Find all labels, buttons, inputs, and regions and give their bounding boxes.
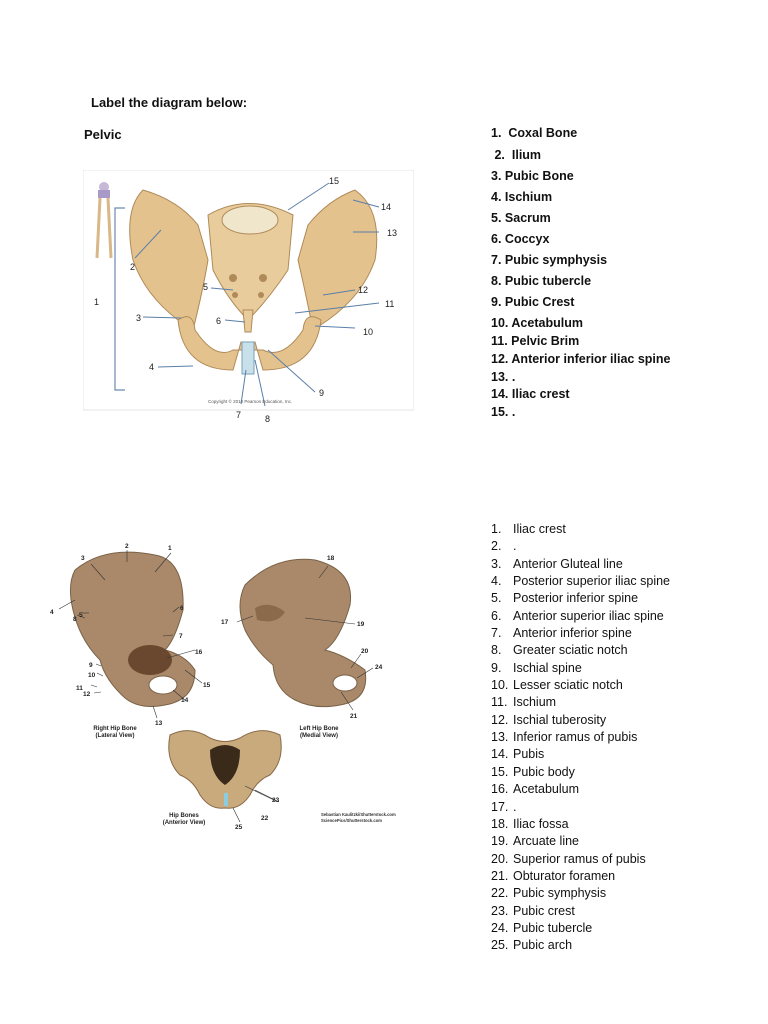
list-item: 5.Posterior inferior spine	[491, 591, 639, 606]
list-item: 25.Pubic arch	[491, 938, 573, 953]
list-item: 4. Ischium	[491, 190, 553, 204]
image-credit: SciencePics/Shutterstock.com	[321, 818, 382, 823]
list-item: 22.Pubic symphysis	[491, 886, 607, 901]
callout-label: 12	[358, 285, 368, 295]
list-item: 21.Obturator foramen	[491, 868, 616, 883]
callout-label: 22	[261, 815, 269, 822]
list-item: 3.Anterior Gluteal line	[491, 556, 623, 571]
callout-label: 11	[76, 685, 83, 692]
list-item: 20.Superior ramus of pubis	[491, 851, 646, 866]
callout-label: 16	[195, 649, 203, 656]
list-item: 10.Lesser sciatic notch	[491, 678, 623, 693]
hip-bone-label-list: 1.Iliac crest 2.. 3.Anterior Gluteal lin…	[491, 522, 751, 956]
skeleton-thumbnail-icon	[95, 182, 113, 259]
list-item: 13. .	[491, 370, 516, 384]
list-item: 16.Acetabulum	[491, 782, 580, 797]
list-item: 24.Pubic tubercle	[491, 920, 593, 935]
list-item: 1.Iliac crest	[491, 522, 566, 536]
callout-label: 9	[89, 662, 93, 669]
callout-label: 21	[350, 713, 358, 720]
callout-label: 19	[357, 621, 365, 628]
image-credit: Sebastian Kaulitzki/Shutterstock.com	[321, 812, 396, 817]
list-item: 5. Sacrum	[491, 211, 551, 225]
list-item: 17..	[491, 799, 517, 814]
list-item: 12. Anterior inferior iliac spine	[491, 352, 671, 366]
callout-label: 10	[363, 327, 373, 337]
callout-label: 13	[387, 228, 397, 238]
callout-label: 14	[381, 202, 391, 212]
callout-label: 8	[265, 414, 270, 424]
list-item: 10. Acetabulum	[491, 316, 583, 330]
list-item: 6. Coccyx	[491, 232, 550, 246]
callout-label: 14	[181, 697, 189, 704]
callout-label: 20	[361, 648, 369, 655]
list-item: 13.Inferior ramus of pubis	[491, 730, 638, 745]
list-item: 23.Pubic crest	[491, 903, 575, 918]
callout-label: 17	[221, 619, 229, 626]
callout-label: 25	[235, 824, 243, 831]
callout-label: 4	[50, 609, 54, 616]
callout-label: 4	[149, 362, 154, 372]
callout-label: 9	[319, 388, 324, 398]
list-item: 11.Ischium	[491, 695, 557, 710]
callout-label: 12	[83, 691, 91, 698]
list-item: 9. Pubic Crest	[491, 295, 575, 309]
list-item: 14. Iliac crest	[491, 387, 570, 401]
callout-label: 6	[216, 316, 221, 326]
caption-left-hip: Left Hip Bone	[300, 726, 340, 732]
list-item: 8.Greater sciatic notch	[491, 643, 628, 658]
callout-label: 2	[130, 262, 135, 272]
callout-label: 5	[203, 282, 208, 292]
callout-label: 15	[329, 176, 339, 186]
list-item: 3. Pubic Bone	[491, 169, 574, 183]
callout-label: 13	[155, 720, 163, 727]
callout-label: 5	[79, 612, 83, 619]
list-item: 19.Arcuate line	[491, 834, 580, 849]
list-item: 2..	[491, 539, 517, 554]
list-item: 7.Anterior inferior spine	[491, 626, 632, 641]
caption-right-hip: Right Hip Bone	[93, 726, 137, 732]
callout-label: 18	[327, 555, 335, 562]
callout-label: 1	[94, 297, 99, 307]
list-item: 14.Pubis	[491, 747, 545, 762]
callout-label: 15	[203, 682, 211, 689]
caption-hip-bones-view: (Anterior View)	[163, 820, 206, 826]
copyright-text: Copyright © 2010 Pearson Education, Inc.	[208, 398, 292, 404]
list-item: 2. Ilium	[494, 148, 542, 162]
list-item: 15.Pubic body	[491, 764, 575, 779]
section-title: Pelvic	[84, 127, 122, 142]
callout-label: 10	[88, 672, 96, 679]
callout-label: 3	[81, 555, 85, 562]
list-item: 11. Pelvic Brim	[491, 334, 580, 348]
callout-label: 11	[385, 299, 394, 309]
list-item: 15. .	[491, 405, 516, 419]
list-item: 12.Ischial tuberosity	[491, 712, 607, 727]
list-item: 7. Pubic symphysis	[491, 253, 608, 267]
list-item: 1. Coxal Bone	[491, 126, 578, 140]
callout-label: 1	[168, 545, 172, 552]
callout-label: 3	[136, 313, 141, 323]
caption-hip-bones: Hip Bones	[169, 813, 199, 819]
list-item: 6.Anterior superior iliac spine	[491, 608, 664, 623]
list-item: 18.Iliac fossa	[491, 816, 569, 831]
hip-bones-diagram: 1 2 3 4 5 6 7 8 9 10 11 12 13 14 15 16 1…	[50, 543, 396, 831]
list-item: 9.Ischial spine	[491, 660, 582, 675]
callout-label: 2	[125, 543, 129, 550]
list-item: 4.Posterior superior iliac spine	[491, 574, 671, 589]
callout-label: 6	[180, 605, 184, 612]
callout-label: 8	[73, 616, 77, 623]
callout-label: 7	[236, 410, 241, 420]
list-item: 8. Pubic tubercle	[491, 274, 592, 288]
caption-right-hip-view: (Lateral View)	[96, 733, 135, 739]
callout-label: 7	[179, 633, 183, 640]
page-heading: Label the diagram below:	[91, 95, 248, 110]
caption-left-hip-view: (Medial View)	[300, 733, 338, 739]
pelvis-anterior-diagram: 1 2 3 4 5 6 7 8 9 10 11 12 13 14 15 Copy…	[83, 170, 414, 424]
callout-label: 24	[375, 664, 383, 671]
callout-label: 23	[272, 797, 280, 804]
